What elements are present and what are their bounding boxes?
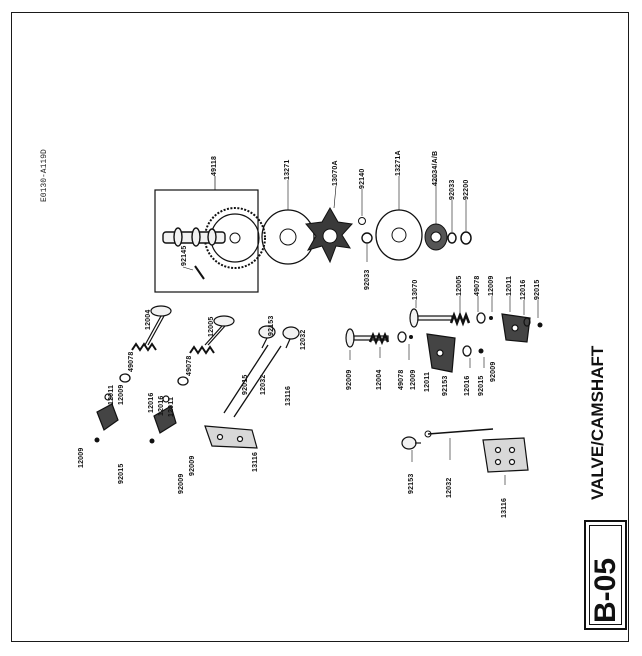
snap-ring [361,232,373,244]
part-label: 12005 [208,316,215,337]
part-label: 13070 [412,279,419,300]
part-label: 12004 [145,309,152,330]
camshaft-pin [194,265,205,280]
valve-12005-upper [204,315,235,346]
part-label: 13116 [501,497,508,518]
washer [460,231,472,245]
part-label: 13271A [395,150,402,176]
part-label: 92015 [478,375,485,396]
governor-sleeve [424,223,448,251]
part-label: 12016 [464,375,471,396]
tappet-lower [401,436,421,450]
part-label: 13070A [332,160,339,186]
camshaft [162,227,226,247]
governor-disk [375,209,423,261]
rocker-arm-right [501,313,531,343]
part-label: 12009 [488,275,495,296]
part-label: 92033 [364,269,371,290]
part-label: 92140 [359,168,366,189]
part-label: 92009 [189,455,196,476]
part-label: 12011 [424,371,431,392]
part-label: 49078 [474,275,481,296]
push-rod-lower [427,428,494,435]
part-label: 12016 [520,279,527,300]
part-label: 92153 [408,473,415,494]
rocker-arm-upper-b [153,395,177,434]
part-label: 49118 [211,155,218,176]
part-label: 13271 [284,159,291,180]
part-label: 12009 [410,369,417,390]
part-label: 92145 [181,245,188,266]
sheet-code: E0130-A119D [40,149,49,202]
valve-spring-right [449,311,471,327]
valve-12005-right [409,308,453,328]
steel-ball [358,217,366,225]
governor-weight-assembly [305,206,354,264]
valve-spring-center [368,331,390,346]
page-badge-inner-border [589,525,622,625]
tappets-upper [258,325,300,349]
part-label: 92153 [442,375,449,396]
part-label: 92015 [534,279,541,300]
part-label: 13116 [252,451,259,472]
page-badge: B-05 [584,520,627,630]
page-badge-text: B-05 [589,557,622,623]
part-label: 12032 [300,329,307,350]
part-label: 12011 [168,396,175,417]
part-label: 49078 [186,355,193,376]
rocker-arm-center [426,333,456,373]
part-label: 92015 [118,463,125,484]
valve-12004-upper [144,305,172,346]
part-label: 92033 [449,179,456,200]
part-label: 42034/A/B [432,150,439,186]
part-label: 12009 [118,384,125,405]
valve-spring-upper-b [189,345,215,355]
part-label: 12011 [506,275,513,296]
part-label: 12011 [108,384,115,405]
tappet-cover-lower [482,437,529,473]
part-label: 92153 [268,315,275,336]
thrust-disk [261,209,315,265]
page-title: VALVE/CAMSHAFT [588,345,607,500]
part-label: 12016 [148,392,155,413]
camshaft-group-box [154,189,259,293]
rocker-arm-upper-a [96,393,119,431]
valve-spring-upper-a [131,342,157,352]
part-label: 12016 [158,395,165,416]
part-label: 49078 [398,369,405,390]
part-label: 92015 [242,374,249,395]
tappet-cover-upper [204,425,258,449]
part-label: 49078 [128,351,135,372]
part-label: 92009 [490,361,497,382]
part-label: 92009 [346,369,353,390]
part-label: 12004 [376,369,383,390]
part-label: 12009 [78,447,85,468]
part-label: 12032 [446,477,453,498]
part-label: 13116 [285,385,292,406]
push-rods-upper [223,344,282,418]
part-label: 92009 [178,473,185,494]
part-label: 12005 [456,275,463,296]
part-label: 92200 [463,179,470,200]
part-label: 12032 [260,374,267,395]
washer [447,232,457,244]
sheet-frame [11,12,629,642]
